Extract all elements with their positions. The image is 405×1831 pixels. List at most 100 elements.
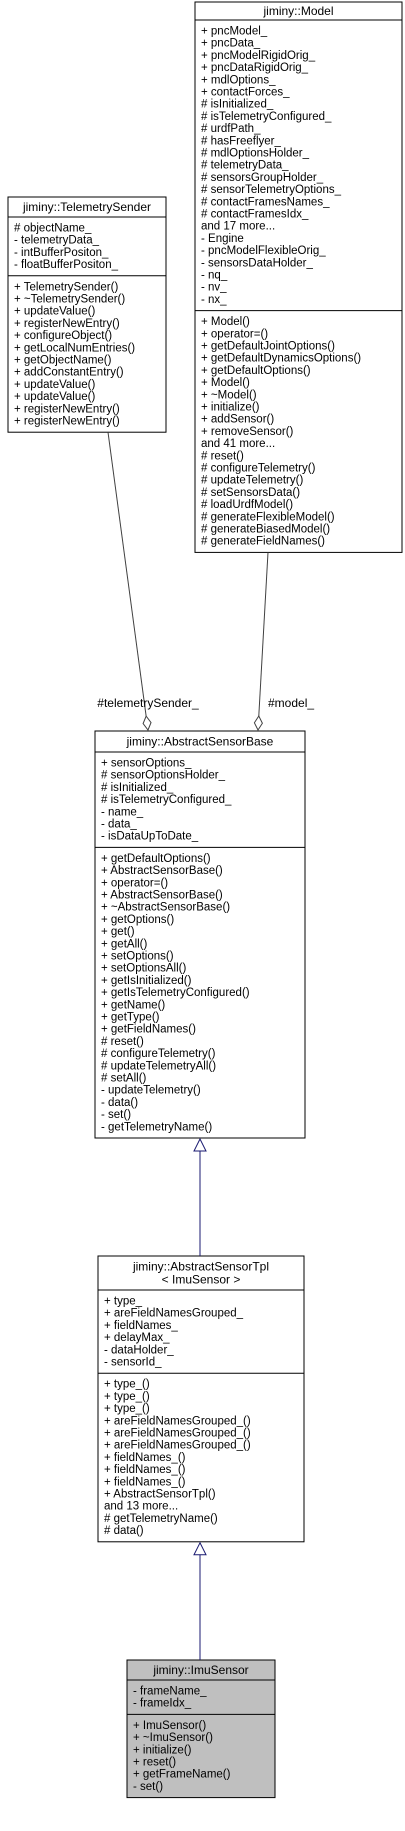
aggregation-line: [258, 552, 269, 717]
method-item: + getOptions(): [101, 914, 174, 926]
attribute-item: # isInitialized_: [201, 99, 274, 111]
method-item: + Model(): [201, 316, 250, 328]
method-item: + setOptions(): [101, 951, 174, 963]
method-item: and 41 more...: [201, 438, 275, 450]
method-item: + AbstractSensorBase(): [101, 865, 223, 877]
class-box-abstract-sensor-base[interactable]: jiminy::AbstractSensorBase+ sensorOption…: [94, 730, 306, 1139]
method-item: + getIsTelemetryConfigured(): [101, 987, 250, 999]
method-item: - data(): [101, 1097, 138, 1109]
aggregation-diamond: [142, 715, 152, 731]
method-item: and 13 more...: [104, 1501, 178, 1513]
method-item: + updateValue(): [14, 306, 95, 318]
method-item: + ~TelemetrySender(): [14, 294, 125, 306]
attribute-item: - sensorsDataHolder_: [201, 257, 313, 269]
method-item: # updateTelemetry(): [201, 475, 303, 487]
method-item: + reset(): [133, 1757, 176, 1769]
class-title: jiminy::TelemetrySender: [22, 200, 151, 214]
attribute-item: + sensorOptions_: [101, 758, 192, 770]
attribute-item: # sensorsGroupHolder_: [201, 172, 324, 184]
attribute-item: + pncData_: [201, 38, 261, 50]
attribute-item: - Engine: [201, 233, 244, 245]
attribute-item: + areFieldNamesGrouped_: [104, 1308, 244, 1320]
method-item: + updateValue(): [14, 379, 95, 391]
method-item: + get(): [101, 926, 135, 938]
method-item: + configureObject(): [14, 330, 112, 342]
method-item: + getDefaultOptions(): [101, 853, 211, 865]
class-title: jiminy::AbstractSensorTpl: [132, 1260, 269, 1274]
method-item: + getType(): [101, 1012, 160, 1024]
method-item: # updateTelemetryAll(): [101, 1060, 216, 1072]
attribute-item: # isTelemetryConfigured_: [101, 794, 232, 806]
method-item: + areFieldNamesGrouped_(): [104, 1440, 251, 1452]
class-box-frame: [97, 1255, 305, 1543]
class-box-model[interactable]: jiminy::Model+ pncModel_+ pncData_+ pncM…: [194, 1, 403, 553]
method-item: + Model(): [201, 377, 250, 389]
attribute-item: # isTelemetryConfigured_: [201, 111, 332, 123]
attribute-item: - nx_: [201, 294, 227, 306]
method-item: + ~AbstractSensorBase(): [101, 902, 230, 914]
method-item: + TelemetrySender(): [14, 281, 118, 293]
inheritance-arrowhead: [193, 1137, 207, 1152]
attribute-item: - telemetryData_: [14, 235, 100, 247]
method-item: + fieldNames_(): [104, 1476, 186, 1488]
attribute-item: + mdlOptions_: [201, 74, 276, 86]
class-box-abstract-sensor-tpl[interactable]: jiminy::AbstractSensorTpl< ImuSensor >+ …: [97, 1255, 305, 1543]
attribute-item: - name_: [101, 806, 144, 818]
class-box-frame: [126, 1659, 276, 1799]
attribute-item: # hasFreeflyer_: [201, 135, 282, 147]
attribute-item: + pncDataRigidOrig_: [201, 62, 309, 74]
method-item: + operator=(): [201, 328, 268, 340]
method-item: - getTelemetryName(): [101, 1121, 212, 1133]
edge-label: #model_: [268, 696, 314, 710]
method-item: + getLocalNumEntries(): [14, 342, 135, 354]
method-item: + AbstractSensorBase(): [101, 890, 223, 902]
class-title: jiminy::AbstractSensorBase: [126, 735, 274, 749]
method-item: + addConstantEntry(): [14, 367, 124, 379]
edge-inherit-sensor-base: [193, 1137, 207, 1256]
attribute-item: # objectName_: [14, 223, 92, 235]
attribute-item: - isDataUpToDate_: [101, 831, 199, 843]
class-box-imu-sensor[interactable]: jiminy::ImuSensor- frameName_- frameIdx_…: [126, 1659, 276, 1799]
method-item: # reset(): [101, 1036, 144, 1048]
attribute-item: - nq_: [201, 270, 228, 282]
method-item: + addSensor(): [201, 414, 274, 426]
method-item: # setAll(): [101, 1073, 147, 1085]
method-item: # data(): [104, 1525, 144, 1537]
method-item: + removeSensor(): [201, 426, 294, 438]
attribute-item: # sensorTelemetryOptions_: [201, 184, 342, 196]
attribute-item: # contactFramesNames_: [201, 196, 330, 208]
inheritance-arrowhead: [193, 1541, 207, 1556]
method-item: + registerNewEntry(): [14, 403, 120, 415]
class-box-frame: [194, 1, 403, 553]
class-box-telemetry-sender[interactable]: jiminy::TelemetrySender# objectName_- te…: [7, 196, 167, 433]
attribute-item: # urdfPath_: [201, 123, 261, 135]
attribute-item: - intBufferPositon_: [14, 247, 109, 259]
class-box-frame: [7, 196, 167, 433]
class-title: jiminy::ImuSensor: [152, 1663, 248, 1677]
attribute-item: and 17 more...: [201, 221, 275, 233]
method-item: + AbstractSensorTpl(): [104, 1489, 216, 1501]
attribute-item: - data_: [101, 819, 137, 831]
method-item: # reset(): [201, 450, 244, 462]
attribute-item: + fieldNames_: [104, 1320, 178, 1332]
aggregation-line: [107, 432, 147, 717]
method-item: + initialize(): [201, 402, 260, 414]
attribute-item: # contactFramesIdx_: [201, 209, 309, 221]
method-item: + type_(): [104, 1379, 150, 1391]
method-item: - updateTelemetry(): [101, 1085, 201, 1097]
method-item: + registerNewEntry(): [14, 318, 120, 330]
method-item: - set(): [133, 1781, 163, 1793]
method-item: # generateFlexibleModel(): [201, 511, 335, 523]
method-item: + getDefaultDynamicsOptions(): [201, 353, 361, 365]
method-item: # generateFieldNames(): [201, 536, 325, 548]
method-item: + getIsInitialized(): [101, 975, 192, 987]
edge-telemetry-sender: #telemetrySender_: [97, 432, 199, 731]
method-item: + type_(): [104, 1391, 150, 1403]
method-item: + getFrameName(): [133, 1769, 231, 1781]
method-item: + getDefaultJointOptions(): [201, 341, 335, 353]
method-item: # generateBiasedModel(): [201, 524, 330, 536]
method-item: # getTelemetryName(): [104, 1513, 218, 1525]
attribute-item: # isInitialized_: [101, 782, 174, 794]
edge-label: #telemetrySender_: [97, 696, 199, 710]
